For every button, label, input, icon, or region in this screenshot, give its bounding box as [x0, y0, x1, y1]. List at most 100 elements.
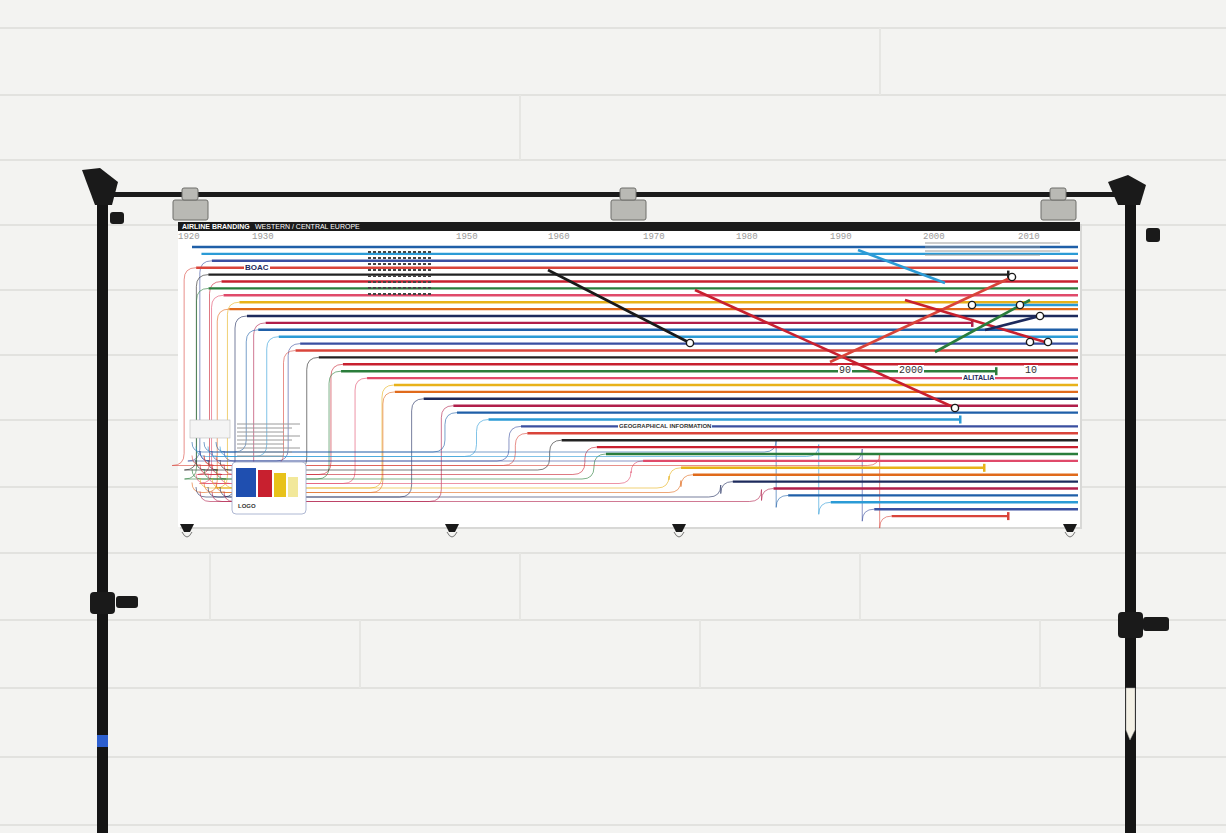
note-line — [925, 247, 1040, 248]
airline-line — [222, 280, 1079, 282]
airline-line — [343, 363, 1078, 365]
label-holder: BOAC — [244, 263, 270, 272]
airline-line — [453, 405, 1078, 407]
merger-point — [686, 339, 693, 346]
label-holder: 1980 — [736, 232, 758, 242]
binder-clip — [672, 524, 686, 532]
line-end-bar — [983, 464, 986, 472]
axis-year: 2010 — [1018, 232, 1040, 242]
dotted-row — [368, 275, 432, 277]
merger-point — [1008, 273, 1015, 280]
tape-tag — [1126, 688, 1135, 740]
note-line — [237, 432, 284, 433]
dotted-row — [368, 269, 432, 271]
merger-line — [695, 290, 953, 407]
merger-line — [830, 278, 1010, 362]
label-holder: GEOGRAPHICAL INFORMATION — [618, 423, 712, 430]
line-end-bar — [959, 416, 962, 424]
line-end-bar — [995, 367, 998, 375]
header-bar — [178, 222, 1080, 231]
knob — [1143, 617, 1169, 631]
merger-point — [1036, 312, 1043, 319]
bulldog-clip — [1050, 188, 1066, 200]
label-holder: WESTERN / CENTRAL EUROPE — [255, 222, 360, 231]
airline-line — [733, 480, 1078, 482]
dotted-block — [368, 252, 432, 294]
right-pole — [1125, 182, 1136, 833]
mortar-line — [0, 687, 1226, 689]
knob — [116, 596, 138, 608]
lineage-connector — [184, 275, 218, 470]
note-line — [237, 452, 292, 453]
poster-title: AIRLINE BRANDING — [182, 222, 250, 231]
pole-clamp — [1118, 612, 1143, 638]
lineage-connector — [212, 406, 453, 502]
mortar-joint — [519, 95, 521, 160]
clip-handle — [674, 532, 684, 537]
axis-year: 2000 — [923, 232, 945, 242]
top-clips — [173, 188, 1076, 220]
colour-bar — [288, 477, 298, 497]
note-line — [237, 424, 300, 425]
airline-line — [521, 425, 1078, 427]
dotted-row — [368, 257, 432, 259]
poster-sheet — [178, 222, 1082, 529]
airline-line — [239, 301, 1078, 303]
airline-line — [395, 391, 1078, 393]
airline-line — [643, 460, 1078, 462]
airline-lines — [192, 247, 1078, 520]
left-pole — [97, 182, 108, 833]
label-holder: 1970 — [643, 232, 665, 242]
airline-line — [196, 267, 1078, 269]
dotted-row — [368, 281, 432, 283]
airline-line — [831, 501, 1078, 503]
label-holder: 1920 — [178, 232, 200, 242]
binder-clip — [1063, 524, 1077, 532]
dotted-row — [368, 263, 432, 265]
axis-year: 90 — [838, 365, 852, 376]
note-lines — [237, 243, 1060, 456]
clip-handle — [182, 532, 192, 537]
label-holder: 10 — [1024, 365, 1038, 376]
bulldog-clip — [620, 188, 636, 200]
merger-points — [686, 273, 1051, 411]
airline-line — [208, 273, 1008, 275]
note-line — [925, 243, 1060, 244]
note-line — [237, 448, 300, 449]
colour-bar — [258, 470, 272, 497]
lineage-connector — [204, 454, 892, 529]
airline-line — [319, 356, 1078, 358]
merger-point — [968, 301, 975, 308]
poster — [178, 222, 1080, 527]
mortar-line — [0, 824, 1226, 826]
mortar-line — [0, 159, 1226, 161]
note-line — [925, 251, 1060, 252]
merger-point — [1026, 338, 1033, 345]
dotted-row — [368, 287, 432, 289]
binder-clip — [445, 524, 459, 532]
note-line — [237, 440, 292, 441]
label-holder: 2000 — [923, 232, 945, 242]
label-holder: 2000 — [898, 365, 924, 376]
note-line — [237, 436, 300, 437]
bottom-clips — [180, 524, 1077, 532]
mortar-joint — [879, 28, 881, 95]
airline-line — [212, 260, 1078, 262]
lineage-connector — [212, 344, 300, 461]
axis-year: 1970 — [643, 232, 665, 242]
axis-year: 1960 — [548, 232, 570, 242]
merger-line — [905, 300, 1045, 342]
merger-line — [935, 300, 1030, 352]
axis-year: 1980 — [736, 232, 758, 242]
mortar-lines — [0, 28, 1226, 825]
mortar-line — [0, 27, 1226, 29]
label-holder: 2010 — [1018, 232, 1040, 242]
blue-tape — [97, 735, 108, 747]
title-holder: AIRLINE BRANDING — [182, 222, 250, 231]
logo-colour-panel — [232, 462, 306, 514]
label-holder: 1950 — [456, 232, 478, 242]
chart-label: BOAC — [244, 263, 270, 272]
